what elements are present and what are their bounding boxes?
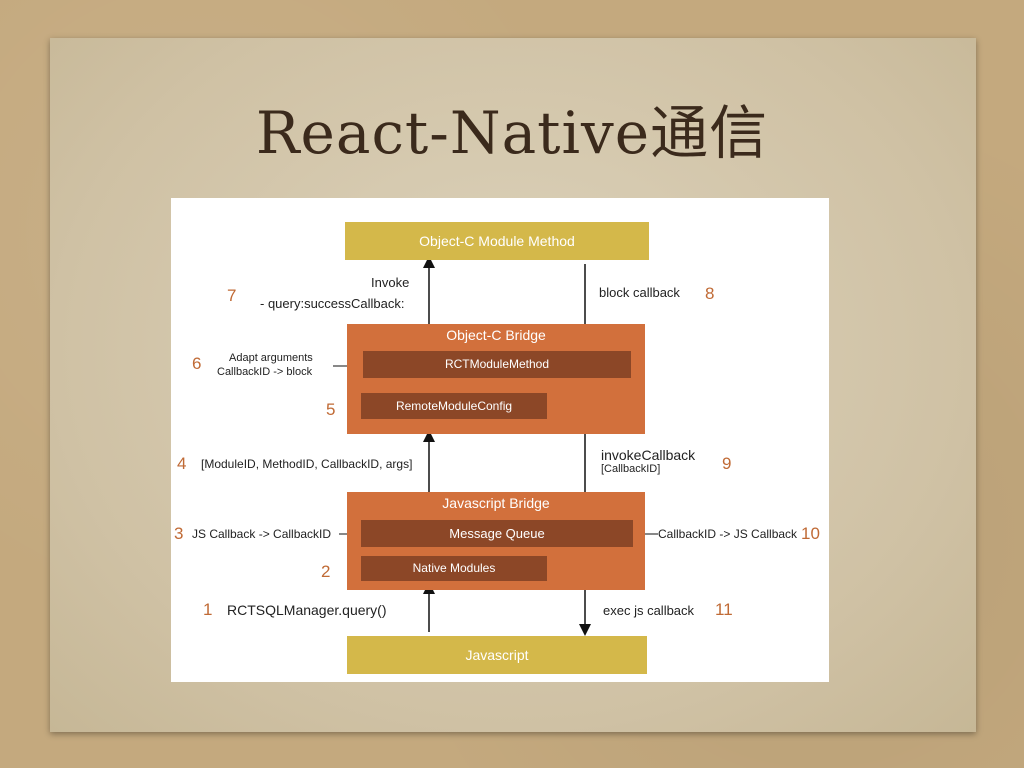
step-number-8: 8 — [705, 284, 715, 303]
label-block-callback: block callback — [599, 285, 680, 300]
label-id-to-js-callback: CallbackID -> JS Callback — [658, 527, 798, 541]
js-bridge-title: Javascript Bridge — [442, 495, 550, 511]
step-number-9: 9 — [722, 454, 732, 473]
objc-bridge-title: Object-C Bridge — [446, 327, 546, 343]
step-number-7: 7 — [227, 286, 237, 305]
step-number-2: 2 — [321, 562, 331, 581]
step-number-11: 11 — [715, 600, 733, 619]
step-number-6: 6 — [192, 354, 202, 373]
label-module-args: [ModuleID, MethodID, CallbackID, args] — [201, 457, 413, 471]
step-number-10: 10 — [801, 524, 820, 543]
label-adapt-arguments: Adapt arguments — [229, 352, 313, 364]
label-callbackid-bracket: [CallbackID] — [601, 463, 661, 475]
label-invoke: Invoke — [371, 275, 410, 290]
native-modules-box: Native Modules — [361, 556, 547, 581]
label-rctsql-query: RCTSQLManager.query() — [227, 602, 387, 618]
step-number-5: 5 — [326, 400, 336, 419]
step-number-1: 1 — [203, 600, 213, 619]
step-number-3: 3 — [174, 524, 184, 543]
label-exec-js-callback: exec js callback — [603, 603, 695, 618]
message-queue-box: Message Queue — [361, 520, 633, 547]
remote-module-config-box: RemoteModuleConfig — [361, 393, 547, 419]
label-query-success: - query:successCallback: — [260, 296, 405, 311]
step-number-4: 4 — [177, 454, 187, 473]
slide-title: React-Native通信 — [255, 99, 769, 167]
objc-module-method-box: Object-C Module Method — [345, 222, 649, 260]
label-invoke-callback: invokeCallback — [601, 447, 696, 463]
diagram-panel: Object-C Module Method Object-C Bridge R… — [171, 198, 829, 682]
javascript-box: Javascript — [347, 636, 647, 674]
label-js-callback-to-id: JS Callback -> CallbackID — [192, 527, 332, 541]
rct-module-method-box: RCTModuleMethod — [363, 351, 631, 378]
label-callbackid-block: CallbackID -> block — [217, 366, 313, 378]
